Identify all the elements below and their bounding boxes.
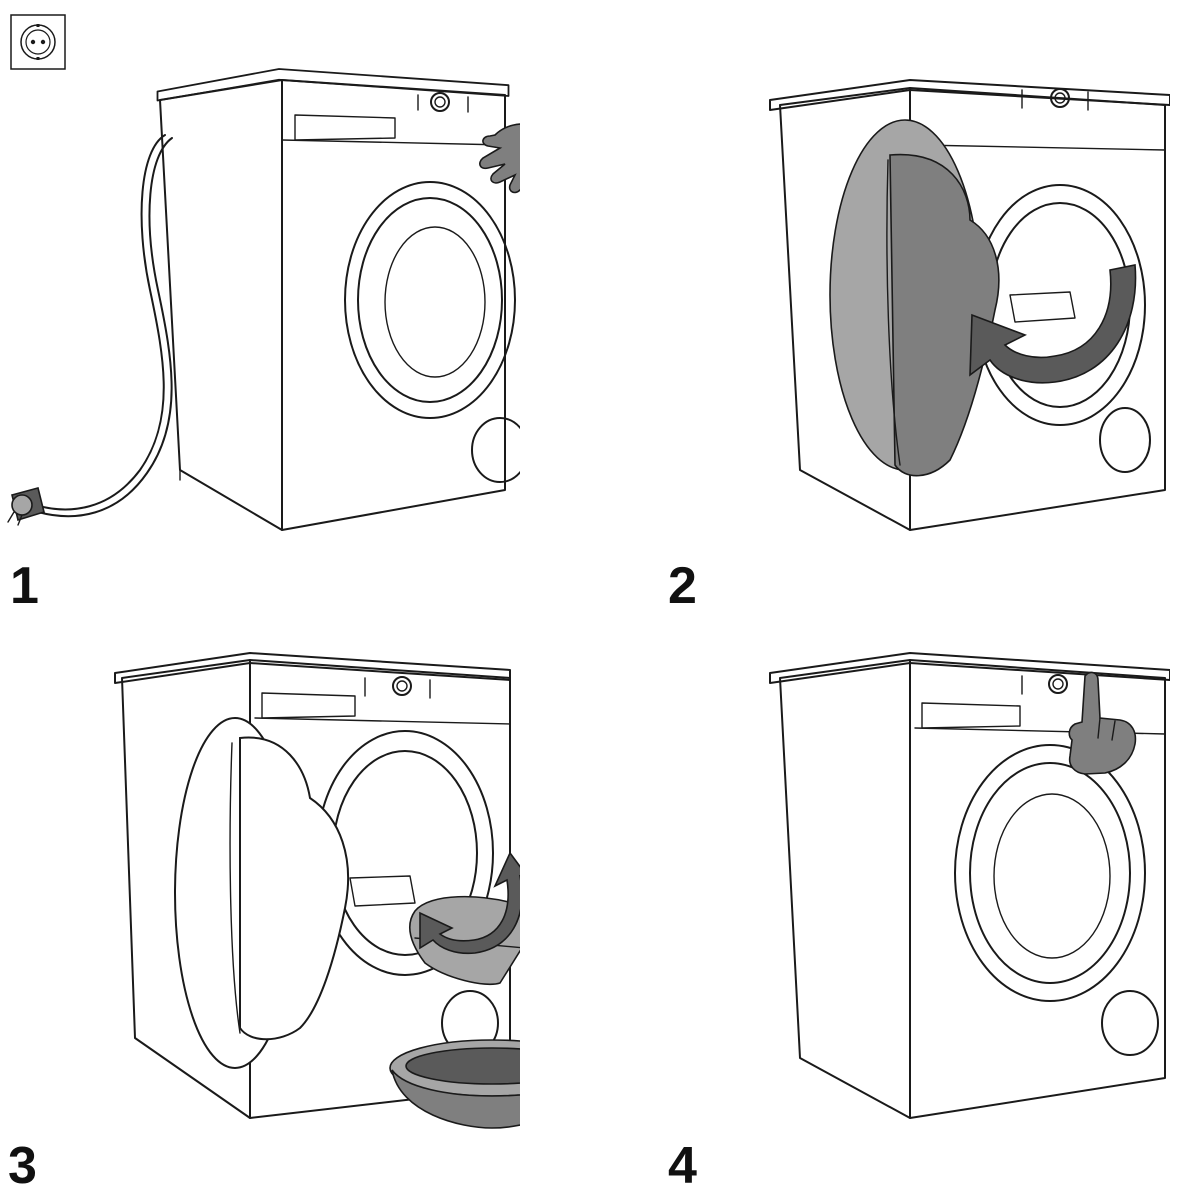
washing-machine-4 (769, 652, 1170, 1119)
hand-icon (479, 123, 520, 194)
step-4-illustration (650, 648, 1170, 1138)
open-door (174, 717, 349, 1069)
open-door (829, 119, 1000, 477)
step-number-4: 4 (668, 1137, 697, 1195)
power-socket-icon (10, 14, 66, 70)
power-plug-icon (7, 487, 45, 526)
drain-bowl (389, 1039, 520, 1129)
step-number-3: 3 (8, 1137, 37, 1195)
step-3-illustration (0, 648, 520, 1138)
step-number-1: 1 (10, 557, 39, 615)
step-2-illustration (650, 60, 1170, 550)
curved-arrow-icon (419, 851, 520, 955)
step-1-illustration (0, 60, 520, 550)
pointing-hand-icon (1068, 671, 1137, 775)
curved-arrow-icon (969, 264, 1137, 384)
step-number-2: 2 (668, 557, 697, 615)
washing-machine-1 (34, 68, 520, 531)
